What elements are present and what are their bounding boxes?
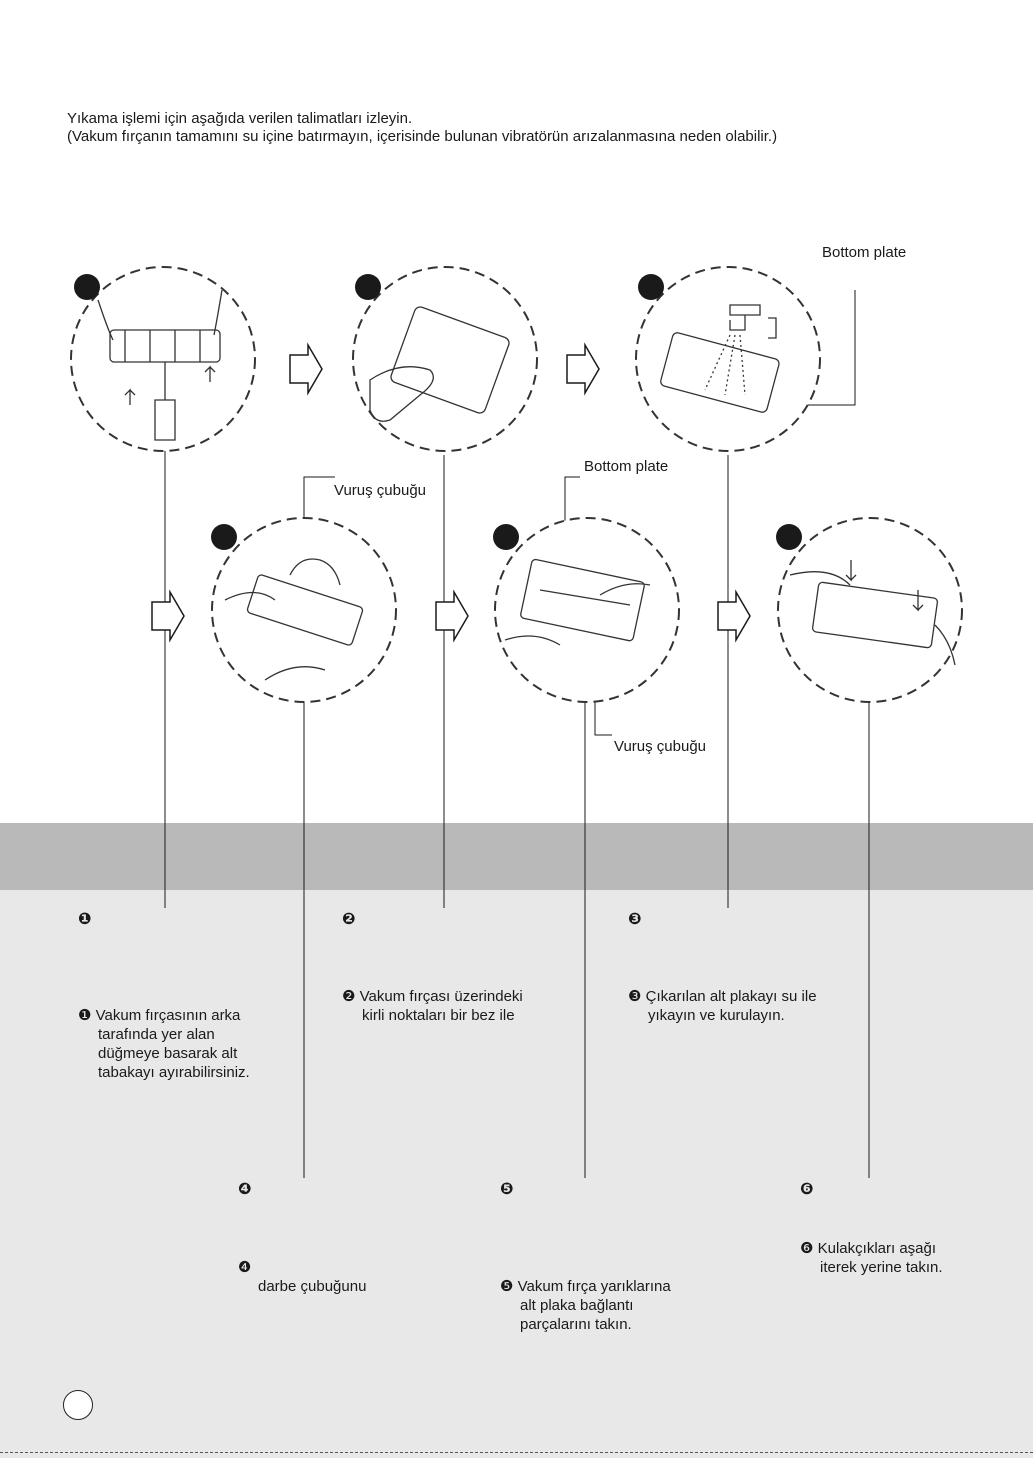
step2-header-marker: ❷ xyxy=(342,909,356,928)
step1-text: ❶ Vakum fırçasının arka tarafında yer al… xyxy=(78,1007,250,1081)
section-band xyxy=(0,823,1033,890)
intro-line-2: (Vakum fırçanın tamamını su içine batırm… xyxy=(67,128,778,145)
instructions-panel xyxy=(0,823,1033,1458)
step2-dot xyxy=(355,274,381,300)
step1-dot xyxy=(74,274,100,300)
step6-marker: ❻ xyxy=(800,1240,814,1257)
page-bottom-edge xyxy=(0,1452,1033,1453)
step5-dot xyxy=(493,524,519,550)
step2-marker: ❷ xyxy=(342,988,356,1005)
step3-dot xyxy=(638,274,664,300)
step5-text: ❺ Vakum fırça yarıklarına alt plaka bağl… xyxy=(500,1278,671,1333)
arrow-to-4 xyxy=(151,589,185,643)
step6-header-marker: ❻ xyxy=(800,1179,814,1198)
step3-header-marker: ❸ xyxy=(628,909,642,928)
step4-text: ❹ darbe çubuğunu xyxy=(238,1259,367,1295)
step1-header-marker: ❶ xyxy=(78,909,92,928)
page-number-circle xyxy=(63,1390,93,1420)
step1-marker: ❶ xyxy=(78,1007,92,1024)
label-bottom-plate-mid: Bottom plate xyxy=(584,458,669,475)
arrow-to-5 xyxy=(435,589,469,643)
step2-text: ❷ Vakum fırçası üzerindeki kirli noktala… xyxy=(342,988,523,1024)
step6-dot xyxy=(776,524,802,550)
step4-dot xyxy=(211,524,237,550)
step4-marker: ❹ xyxy=(238,1259,252,1276)
step4-illustration xyxy=(211,517,397,703)
step6-text: ❻ Kulakçıkları aşağı iterek yerine takın… xyxy=(800,1240,943,1276)
arrow-2-3 xyxy=(566,342,600,396)
step4-header-marker: ❹ xyxy=(238,1179,252,1198)
step1-illustration xyxy=(70,266,256,452)
step3-illustration xyxy=(635,266,821,452)
step5-illustration xyxy=(494,517,680,703)
step6-illustration xyxy=(777,517,963,703)
step3-marker: ❸ xyxy=(628,988,642,1005)
intro-text: Yıkama işlemi için aşağıda verilen talim… xyxy=(67,110,777,146)
label-vurus-right: Vuruş çubuğu xyxy=(614,738,707,755)
step2-illustration xyxy=(352,266,538,452)
arrow-to-6 xyxy=(717,589,751,643)
label-vurus-left: Vuruş çubuğu xyxy=(334,482,427,499)
step3-text: ❸ Çıkarılan alt plakayı su ile yıkayın v… xyxy=(628,988,817,1024)
step5-header-marker: ❺ xyxy=(500,1179,514,1198)
intro-line-1: Yıkama işlemi için aşağıda verilen talim… xyxy=(67,110,413,127)
label-bottom-plate-top: Bottom plate xyxy=(822,244,907,261)
step5-marker: ❺ xyxy=(500,1278,514,1295)
arrow-1-2 xyxy=(289,342,323,396)
